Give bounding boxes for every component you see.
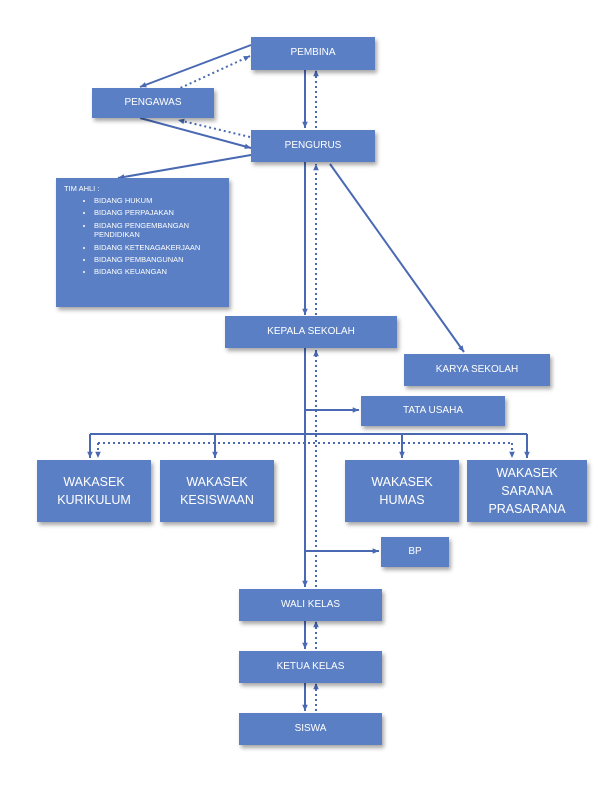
node-wakasek-sarana-prasarana: WAKASEK SARANA PRASARANA <box>467 460 587 522</box>
node-wakasek-kesiswaan: WAKASEK KESISWAAN <box>160 460 274 522</box>
tim-ahli-item: BIDANG HUKUM <box>94 196 223 205</box>
node-ketua-kelas: KETUA KELAS <box>239 651 382 683</box>
tim-ahli-title: TIM AHLI : <box>64 184 100 193</box>
node-wakasek-kurikulum: WAKASEK KURIKULUM <box>37 460 151 522</box>
node-kepala-sekolah: KEPALA SEKOLAH <box>225 316 397 348</box>
tim-ahli-list: BIDANG HUKUM BIDANG PERPAJAKAN BIDANG PE… <box>64 196 223 277</box>
node-siswa: SISWA <box>239 713 382 745</box>
tim-ahli-item: BIDANG PERPAJAKAN <box>94 208 223 217</box>
node-pengurus: PENGURUS <box>251 130 375 162</box>
dotted-arrow-pengawas-to-pembina <box>175 55 251 91</box>
tim-ahli-item: BIDANG KEUANGAN <box>94 267 223 276</box>
node-wakasek-humas: WAKASEK HUMAS <box>345 460 459 522</box>
node-pembina: PEMBINA <box>251 37 375 70</box>
tim-ahli-item: BIDANG PEMBANGUNAN <box>94 255 223 264</box>
tim-ahli-box: TIM AHLI : BIDANG HUKUM BIDANG PERPAJAKA… <box>56 178 229 307</box>
node-wali-kelas: WALI KELAS <box>239 589 382 621</box>
node-bp: BP <box>381 537 449 567</box>
node-tata-usaha: TATA USAHA <box>361 396 505 426</box>
tim-ahli-item: BIDANG PENGEMBANGAN PENDIDIKAN <box>94 221 223 240</box>
arrow-pengawas-to-pengurus <box>139 117 252 150</box>
arrow-pembina-to-pengawas <box>139 44 252 88</box>
node-karya-sekolah: KARYA SEKOLAH <box>404 354 550 386</box>
tim-ahli-item: BIDANG KETENAGAKERJAAN <box>94 243 223 252</box>
dotted-arrow-pengurus-to-pengawas <box>177 118 251 138</box>
arrow-pengurus-to-tim-ahli <box>117 154 252 180</box>
arrow-pengurus-to-karya-sekolah <box>329 163 465 353</box>
node-pengawas: PENGAWAS <box>92 88 214 118</box>
